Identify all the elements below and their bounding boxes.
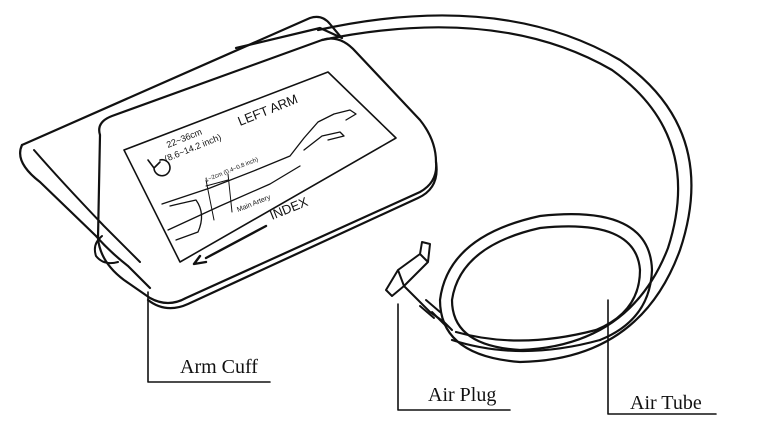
air-plug-label: Air Plug bbox=[428, 384, 496, 406]
cuff-label-side: LEFT ARM bbox=[236, 91, 300, 129]
cuff-inner-curl bbox=[34, 150, 140, 262]
arm-cuff-wrap-icon bbox=[170, 200, 202, 240]
index-arrow-icon bbox=[194, 226, 266, 264]
arm-illustration-icon bbox=[162, 110, 356, 230]
air-tube-inner bbox=[322, 27, 678, 350]
arm-cuff: LEFT ARM 22~36cm (8.6~14.2 inch) 1~2cm (… bbox=[20, 17, 436, 308]
cuff-outer-outline bbox=[22, 17, 340, 145]
cuff-d-ring bbox=[95, 236, 118, 263]
cuff-label-index: INDEX bbox=[268, 194, 311, 223]
cuff-label-panel bbox=[124, 72, 396, 262]
cuff-front-panel bbox=[98, 39, 436, 304]
air-tube-label: Air Tube bbox=[630, 392, 702, 414]
arm-cuff-label: Arm Cuff bbox=[180, 356, 258, 378]
cuff-left-curl bbox=[20, 145, 150, 288]
air-tube bbox=[318, 15, 691, 362]
air-tube-outer bbox=[318, 15, 691, 362]
